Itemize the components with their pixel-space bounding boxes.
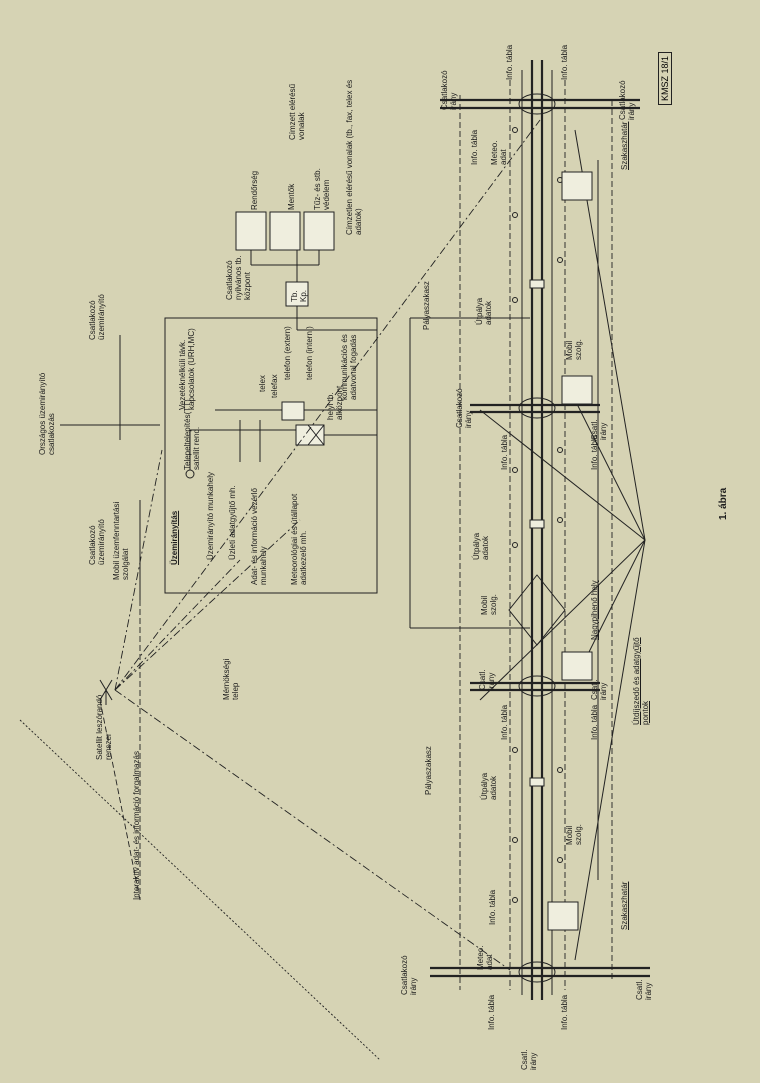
info-tabla-9: Info. tábla <box>487 994 496 1030</box>
info-tabla-4: Info. tábla <box>500 434 509 470</box>
tbkp-label: Tb. Kp. <box>290 289 308 302</box>
meteo-1: Meteo. adat <box>490 140 508 165</box>
control-title: Üzemirányítás <box>170 510 179 565</box>
csatl-short-1: Csatl. irány <box>590 419 608 440</box>
interaktiv-label: Interaktív adat- és információ forgalmaz… <box>132 751 141 900</box>
control-item-1: Üzemirányító munkahely <box>206 471 215 560</box>
info-tabla-1: Info. tábla <box>505 44 514 80</box>
cimzetlen-label: Címzetlen elérésű vonalak (tb., fax, tel… <box>345 79 363 235</box>
cimzett-label: Címzett elérésű vonalak <box>288 83 306 140</box>
utpalya-3: Útpálya adatok <box>480 772 498 800</box>
control-center-box <box>164 317 378 594</box>
booths <box>547 171 593 931</box>
mobil-szolg-label: Mobil üzemfenntartási szolgálat <box>112 501 130 580</box>
csatl-irany-3: Csatlakozó irány <box>400 955 418 995</box>
meteo-2: Meteo. adat <box>476 945 494 970</box>
csatl-uzemiranyito-top: Csatlakozó üzemirányító <box>88 294 106 340</box>
link-lines <box>19 119 541 1061</box>
csatl-short-4: Csatl. irány <box>520 1049 538 1070</box>
data-point-lines <box>479 129 646 961</box>
szakaszhatar-top: Szakaszhatár <box>620 121 629 170</box>
utdijgyujto-label: Útdíjszedő és adatgyűjtő pontok <box>632 637 650 725</box>
palyaszakasz-top: Pályaszakasz <box>422 281 431 330</box>
control-right-8: kommunikációs és adatvonal fogadás <box>340 334 358 400</box>
mobil-2: Mobil szolg. <box>480 594 498 615</box>
control-equipment <box>185 401 377 479</box>
control-right-3: telex <box>258 375 267 392</box>
csatl-short-5: Csatl. irány <box>635 979 653 1000</box>
mobil-3: Mobil szolg. <box>565 824 583 845</box>
info-tabla-6: Info. tábla <box>500 704 509 740</box>
control-right-6: telefon (intern.) <box>305 326 314 380</box>
pihenohely-label: Nagypihenő hely <box>590 580 599 640</box>
info-tabla-7: Info. tábla <box>590 704 599 740</box>
control-item-3: Adat- és információ vezérlő munkahely <box>250 488 268 585</box>
figure-caption: 1. ábra <box>718 487 729 520</box>
junctions <box>430 93 650 983</box>
info-tabla-8: Info. tábla <box>488 889 497 925</box>
service-ambulance: Mentők <box>287 183 296 210</box>
info-tabla-2: Info. tábla <box>470 129 479 165</box>
control-item-2: Üzleti adatgyűjtő mh. <box>228 485 237 560</box>
utpalya-2: Útpálya adatok <box>472 532 490 560</box>
control-item-4: Meteorológiai és útállapot adatkezelő mh… <box>290 493 308 585</box>
orszagos-label: Országos üzemirányító csatlakozás <box>38 372 56 455</box>
csatl-uzemiranyito-bottom: Csatlakozó üzemirányító <box>88 519 106 565</box>
info-tabla-10: Info. tábla <box>560 994 569 1030</box>
szakaszhatar-bottom: Szakaszhatár <box>620 881 629 930</box>
emergency-boxes <box>235 211 377 331</box>
trunk-nodes <box>512 127 563 903</box>
service-fire: Tűz- és stb. védelem <box>313 168 331 210</box>
csatl-irany-1: Csatlakozó irány <box>440 70 458 110</box>
mernoksegi-label: Mérnökségi telep <box>222 658 240 700</box>
csatl-short-3: Csatl. irány <box>590 679 608 700</box>
motorway-trunk <box>509 60 566 1000</box>
palyaszakasz-bottom: Pályaszakasz <box>424 746 433 795</box>
control-right-5: telefon (extern) <box>283 326 292 380</box>
csatl-irany-2: Csatlakozó irány <box>455 388 473 428</box>
info-tabla-3: Info. tábla <box>560 44 569 80</box>
control-right-2: Telepeltelepítés(TT) satellit rend. <box>183 399 201 470</box>
csatl-short-2: Csatl. irány <box>478 669 496 690</box>
section-lines <box>409 95 613 990</box>
utpalya-1: Útpálya adatok <box>475 297 493 325</box>
service-police: Rendőrség <box>250 170 259 210</box>
control-right-4: telefax <box>270 374 279 398</box>
mobil-1: Mobil szolg. <box>565 339 583 360</box>
satellite-antenna-icon <box>99 679 113 705</box>
csatl-irany-4: Csatlakozó irány <box>618 80 636 120</box>
figure-code: KMSZ 18/1 <box>658 51 672 105</box>
emergency-central: Csatlakozó nyilvános tb. központ <box>225 255 252 300</box>
satellite-label: Satellit leszórandó renszer <box>95 694 113 760</box>
control-right-1: Vezetéknélküli távk. kapcsolatok (URH,MC… <box>178 328 196 410</box>
